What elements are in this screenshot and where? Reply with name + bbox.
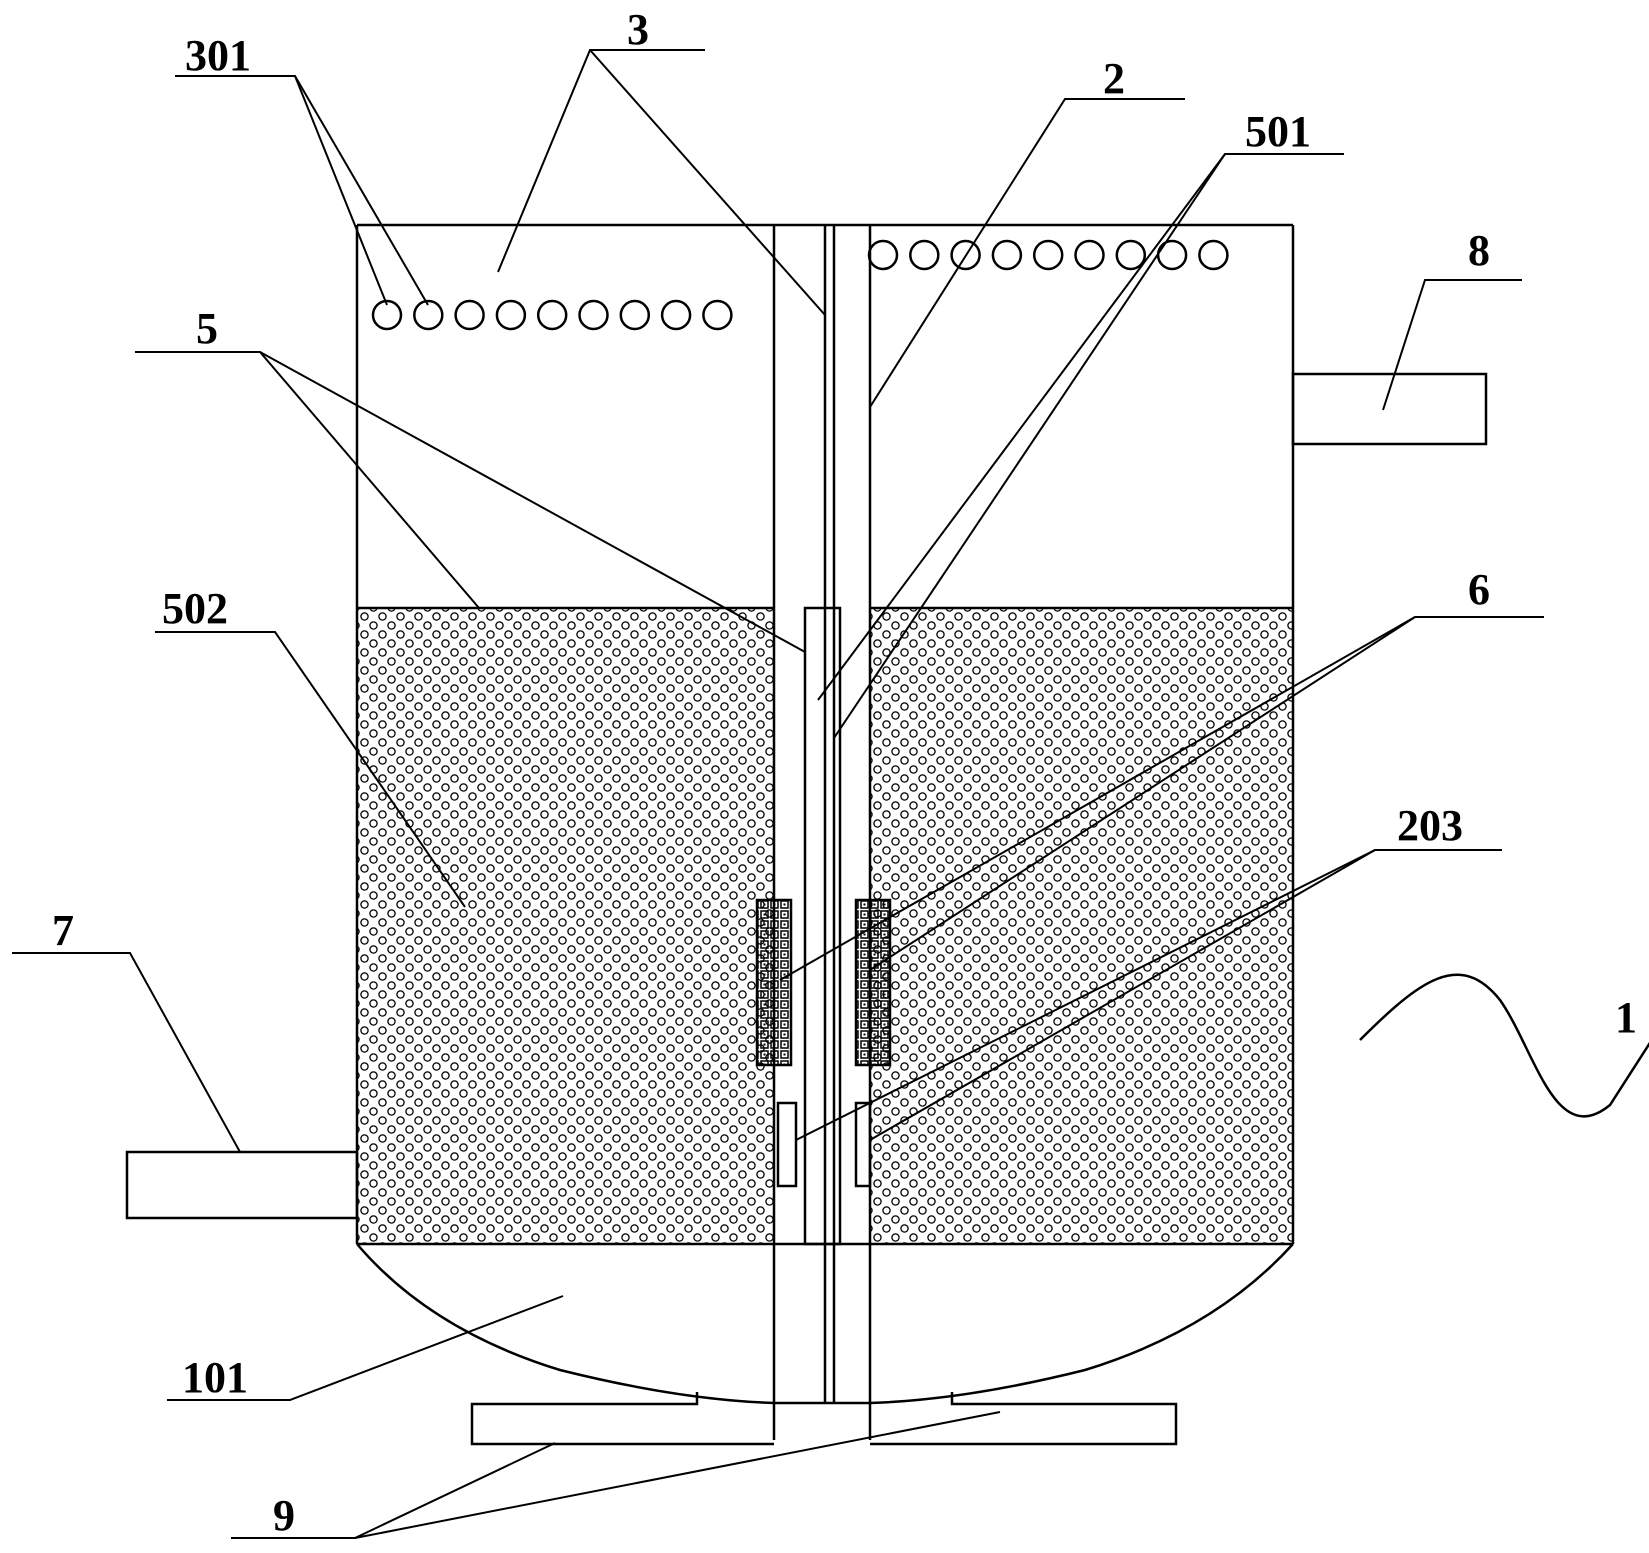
label-301: 301 <box>185 31 251 80</box>
bottom-head <box>356 1243 775 1405</box>
bottom-head-right <box>869 1243 1294 1405</box>
leader-lines <box>12 49 1544 1539</box>
label-203: 203 <box>1397 801 1463 850</box>
nozzle-circle <box>1074 239 1105 271</box>
nozzle-circle <box>909 239 940 271</box>
nozzle-circle <box>950 239 981 271</box>
leader-8 <box>1382 279 1522 411</box>
leader-203b <box>869 849 1376 1141</box>
label-3: 3 <box>627 5 649 54</box>
granule-bed-right <box>870 608 1293 1243</box>
nozzle-circle <box>991 239 1023 271</box>
label-9: 9 <box>273 1491 295 1540</box>
nozzle-circle <box>413 299 444 331</box>
granule-bed-left <box>357 608 774 1243</box>
nozzle-circle <box>660 299 692 331</box>
nozzle-circle <box>454 299 485 331</box>
leader-7 <box>12 952 241 1153</box>
outlet-pipe-8 <box>1291 372 1488 446</box>
label-101: 101 <box>182 1353 248 1402</box>
nozzle-circle <box>867 239 899 271</box>
leader-301 <box>175 75 388 306</box>
reactor-body <box>125 223 1488 1446</box>
leader-3b <box>589 49 826 316</box>
component-6-left <box>755 898 793 1067</box>
label-5: 5 <box>196 304 218 353</box>
inlet-pipe-7 <box>125 1150 359 1220</box>
leg-left <box>470 1392 774 1446</box>
label-6: 6 <box>1468 565 1490 614</box>
label-501: 501 <box>1245 107 1311 156</box>
leader-301b <box>294 75 429 306</box>
leader-9b <box>354 1411 1001 1539</box>
leader-502 <box>155 631 466 908</box>
nozzle-circle <box>1198 239 1229 271</box>
part-labels: 301 3 2 501 5 8 502 6 203 7 1 101 9 <box>52 5 1637 1540</box>
nozzle-circle <box>702 299 733 331</box>
block-203-right <box>854 1101 872 1188</box>
nozzle-circle <box>578 299 609 331</box>
nozzle-row <box>371 239 1229 331</box>
nozzle-circle <box>1032 239 1064 271</box>
nozzle-circle <box>1115 239 1147 271</box>
label-8: 8 <box>1468 226 1490 275</box>
label-502: 502 <box>162 584 228 633</box>
leader-6b <box>869 616 1416 971</box>
nozzle-circle <box>495 299 527 331</box>
leader-5 <box>135 351 480 609</box>
leader-501b <box>833 153 1226 739</box>
leader-3 <box>497 49 705 273</box>
label-1: 1 <box>1615 993 1637 1042</box>
leg-right <box>870 1392 1178 1446</box>
leader-101 <box>167 1295 564 1401</box>
nozzle-circle <box>536 299 568 331</box>
label-2: 2 <box>1103 54 1125 103</box>
leader-2 <box>869 98 1185 408</box>
wavy-line-1 <box>1359 973 1649 1118</box>
component-6-right <box>854 898 892 1067</box>
label-7: 7 <box>52 906 74 955</box>
leader-5b <box>259 351 806 653</box>
nozzle-circle <box>1156 239 1188 271</box>
inner-sleeve <box>803 606 842 1246</box>
block-203-left <box>776 1101 798 1188</box>
nozzle-circle <box>371 299 403 331</box>
nozzle-circle <box>619 299 651 331</box>
